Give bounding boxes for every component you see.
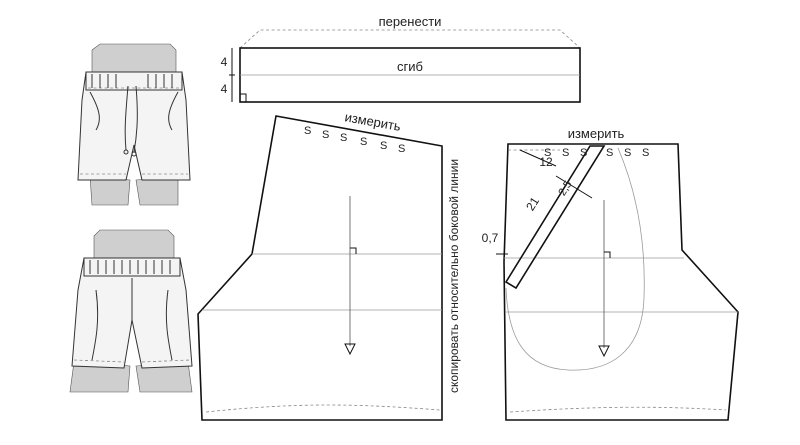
shorts-front-body bbox=[77, 71, 191, 181]
waistband-pattern-piece: перенести сгиб 4 4 bbox=[221, 14, 581, 103]
arrow-down-triangle-icon bbox=[598, 345, 610, 358]
transfer-dashed-outline bbox=[239, 29, 581, 49]
svg-text:S: S bbox=[304, 125, 311, 137]
back-piece-outline bbox=[503, 143, 739, 421]
front-piece-outline bbox=[197, 115, 443, 421]
svg-text:S: S bbox=[624, 147, 631, 159]
front-pockets bbox=[89, 91, 179, 131]
front-pattern-piece: измерить S S S S S S скопировать относит… bbox=[197, 109, 461, 421]
back-torso-shade bbox=[93, 229, 175, 259]
transfer-label: перенести bbox=[379, 14, 442, 29]
back-hem-line bbox=[509, 406, 727, 413]
front-dart-marks: S S S S S S bbox=[304, 125, 405, 155]
fold-label: сгиб bbox=[397, 59, 423, 74]
pocket-strip bbox=[504, 145, 606, 290]
svg-text:S: S bbox=[544, 147, 551, 159]
right-angle-mark-icon bbox=[350, 247, 357, 254]
back-waistband bbox=[83, 257, 181, 277]
svg-text:S: S bbox=[562, 147, 569, 159]
copy-side-label: скопировать относительно боковой линии bbox=[447, 159, 461, 393]
dim-12-label: 12 bbox=[539, 155, 553, 169]
front-hem-line bbox=[205, 404, 441, 413]
dim-0-7-label: 0,7 bbox=[482, 231, 499, 245]
svg-text:S: S bbox=[322, 129, 329, 141]
shorts-front-illustration bbox=[77, 43, 191, 206]
measure-label-back: измерить bbox=[568, 126, 625, 141]
band-dim-top: 4 bbox=[221, 55, 228, 69]
svg-text:S: S bbox=[340, 132, 347, 144]
right-angle-mark-icon bbox=[604, 251, 611, 258]
dim-21-label: 21 bbox=[523, 194, 542, 213]
svg-text:S: S bbox=[606, 147, 613, 159]
svg-text:S: S bbox=[398, 143, 405, 155]
svg-text:S: S bbox=[380, 140, 387, 152]
front-waistband bbox=[85, 71, 183, 91]
band-dim-bottom: 4 bbox=[221, 82, 228, 96]
svg-text:S: S bbox=[580, 147, 587, 159]
right-angle-mark-icon bbox=[240, 93, 247, 102]
drawstring bbox=[124, 85, 138, 153]
svg-text:S: S bbox=[642, 147, 649, 159]
pocket-curve bbox=[505, 147, 645, 371]
shorts-back-illustration bbox=[69, 229, 193, 393]
arrow-down-triangle-icon bbox=[344, 343, 356, 356]
back-pattern-piece: измерить 12 2,5 21 0,7 S S S S S S bbox=[482, 126, 739, 421]
svg-text:S: S bbox=[360, 136, 367, 148]
back-dart-marks: S S S S S S bbox=[544, 147, 649, 159]
torso-shade bbox=[91, 43, 177, 73]
